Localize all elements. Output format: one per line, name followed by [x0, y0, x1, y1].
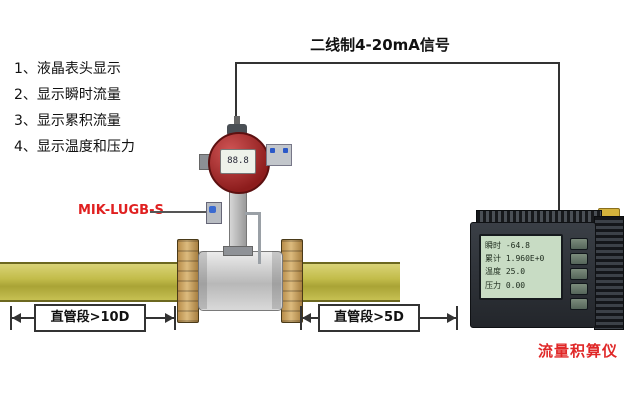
dim-left-arrowhead-icon [165, 313, 174, 323]
dim-right-tick-end [456, 306, 458, 330]
dim-right-label: 直管段>5D [318, 304, 420, 332]
flowmeter-body [198, 251, 283, 311]
fitting-valve-handle [209, 206, 216, 213]
transmitter-lcd: 88.8 [220, 149, 256, 174]
totalizer-button [570, 268, 588, 280]
junction-screw-icon [283, 148, 288, 153]
feature-item-3: 3、显示累积流量 [14, 113, 121, 129]
flowmeter-collar-right [272, 251, 281, 309]
model-pointer-line [150, 211, 208, 213]
junction-box [266, 144, 292, 166]
totalizer-lcd-row: 累计 1.960E+0 [485, 254, 545, 264]
totalizer-button [570, 238, 588, 250]
totalizer-button [570, 283, 588, 295]
flowmeter-stem-flange [223, 246, 253, 256]
feature-item-4: 4、显示温度和压力 [14, 139, 135, 155]
dim-right-tick-start [300, 306, 302, 330]
totalizer-label: 流量积算仪 [538, 342, 619, 360]
signal-wire-vertical-left [235, 62, 237, 132]
flowmeter-collar-left [198, 251, 207, 309]
totalizer-button [570, 253, 588, 265]
feature-item-2: 2、显示瞬时流量 [14, 87, 121, 103]
dim-left-arrowhead-icon [12, 313, 21, 323]
totalizer-lcd-row: 温度 25.0 [485, 267, 526, 277]
totalizer-terminal-side [594, 216, 624, 330]
signal-label: 二线制4-20mA信号 [310, 36, 450, 54]
dim-left-tick-end [174, 306, 176, 330]
model-label: MIK-LUGB-S [78, 203, 164, 218]
dim-left-label: 直管段>10D [34, 304, 146, 332]
dim-right-arrowhead-icon [447, 313, 456, 323]
dim-left-tick-start [10, 306, 12, 330]
totalizer-lcd-row: 瞬时 -64.8 [485, 241, 530, 250]
feature-item-1: 1、液晶表头显示 [14, 61, 121, 77]
impulse-tube-vertical [258, 212, 261, 264]
dim-right-arrowhead-icon [302, 313, 311, 323]
head-antenna-stem [234, 116, 240, 126]
signal-wire-horizontal [235, 62, 560, 64]
totalizer-button [570, 298, 588, 310]
impulse-tube-horizontal [245, 212, 261, 215]
totalizer-lcd: 瞬时 -64.8 累计 1.960E+0 温度 25.0 压力 0.00 [479, 234, 563, 300]
junction-screw-icon [270, 148, 275, 153]
flange-left [177, 239, 199, 323]
totalizer-lcd-row: 压力 0.00 [485, 280, 526, 290]
feature-list: 1、液晶表头显示 2、显示瞬时流量 3、显示累积流量 4、显示温度和压力 [14, 56, 135, 160]
signal-wire-vertical-right [558, 62, 560, 212]
